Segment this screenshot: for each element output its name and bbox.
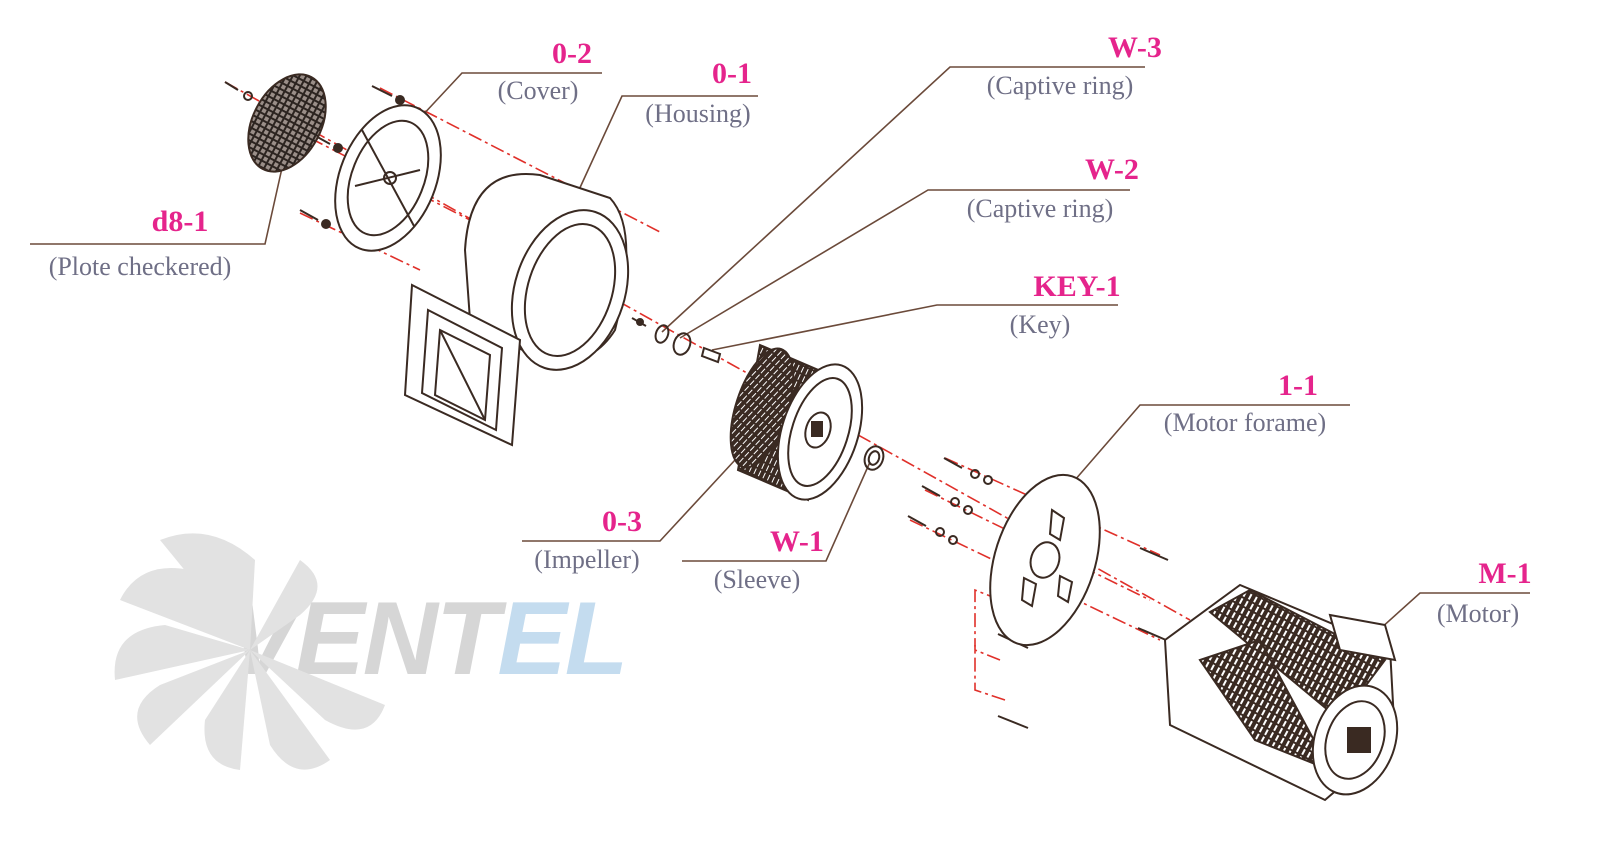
leader-0-1 (577, 95, 758, 193)
housing-part (403, 172, 630, 447)
cover-part (334, 104, 442, 252)
screw-icon (631, 317, 647, 327)
leader-0-3 (522, 459, 736, 542)
watermark-fan-icon (114, 533, 385, 770)
label-d8-1: d8-1 (90, 206, 270, 238)
screw-icon (997, 715, 1029, 729)
part-code: 1-1 (1278, 369, 1318, 402)
label-d8-1-name: (Plote checkered) (30, 253, 250, 281)
sleeve-part (863, 445, 885, 471)
label-1-1: 1-1 (1258, 370, 1338, 402)
leader-key-1 (711, 304, 1118, 351)
label-key-1: KEY-1 (1012, 271, 1142, 303)
label-0-2-name: (Cover) (478, 77, 598, 105)
leader-lines (30, 66, 1530, 639)
screw-icon (371, 85, 405, 105)
part-code: 0-1 (712, 57, 752, 90)
part-code: 0-2 (552, 37, 592, 70)
label-m-1-name: (Motor) (1418, 600, 1538, 628)
leader-d8-1 (30, 167, 283, 245)
watermark-accent: EL (497, 581, 628, 697)
label-0-1: 0-1 (692, 58, 772, 90)
screw-icon (943, 457, 993, 485)
screw-icon (299, 209, 331, 229)
part-name: (Key) (1009, 310, 1071, 339)
captive-ring-w3-part (654, 324, 670, 344)
label-w-1: W-1 (752, 526, 842, 558)
part-name: (Cover) (497, 76, 579, 105)
part-name: (Housing) (645, 99, 751, 128)
motor-frame-part (989, 473, 1101, 647)
part-code: W-3 (1108, 31, 1162, 64)
label-0-2: 0-2 (532, 38, 612, 70)
label-key-1-name: (Key) (990, 311, 1090, 339)
label-w-3: W-3 (1085, 32, 1185, 64)
part-name: (Captive ring) (966, 194, 1114, 223)
screw-icon (224, 81, 253, 101)
part-code: KEY-1 (1033, 270, 1121, 303)
part-code: d8-1 (151, 205, 209, 238)
ventel-watermark: VENTEL (228, 580, 628, 699)
captive-ring-w2-part (672, 332, 692, 356)
label-0-1-name: (Housing) (628, 100, 768, 128)
screw-icon (1139, 547, 1169, 561)
impeller-part (729, 343, 864, 502)
leader-w-1 (682, 461, 871, 562)
leader-1-1 (1067, 404, 1350, 489)
part-name: (Sleeve) (713, 565, 801, 594)
label-1-1-name: (Motor forame) (1140, 409, 1350, 437)
part-name: (Plote checkered) (48, 252, 232, 281)
part-code: M-1 (1478, 557, 1532, 590)
screws (224, 81, 1169, 729)
part-code: W-2 (1085, 153, 1139, 186)
part-name: (Motor forame) (1163, 408, 1327, 437)
part-name: (Impeller) (534, 545, 640, 574)
screw-icon (1137, 627, 1167, 641)
label-w-2-name: (Captive ring) (940, 195, 1140, 223)
label-0-3-name: (Impeller) (512, 546, 662, 574)
screw-icon (907, 515, 958, 545)
label-0-3: 0-3 (582, 506, 662, 538)
screw-icon (921, 485, 973, 515)
label-w-2: W-2 (1062, 154, 1162, 186)
leader-w-3 (661, 66, 1145, 333)
checkered-plate-part (247, 73, 327, 173)
label-m-1: M-1 (1460, 558, 1550, 590)
watermark-main: VENT (228, 581, 499, 697)
leader-m-1 (1369, 592, 1530, 639)
motor-part (1163, 583, 1399, 802)
leader-0-2 (419, 72, 602, 119)
leader-w-2 (679, 189, 1130, 339)
part-name: (Captive ring) (986, 71, 1134, 100)
part-code: 0-3 (602, 505, 642, 538)
part-code: W-1 (770, 525, 824, 558)
label-w-3-name: (Captive ring) (960, 72, 1160, 100)
key-part (700, 346, 722, 364)
part-name: (Motor) (1436, 599, 1520, 628)
label-w-1-name: (Sleeve) (692, 566, 822, 594)
